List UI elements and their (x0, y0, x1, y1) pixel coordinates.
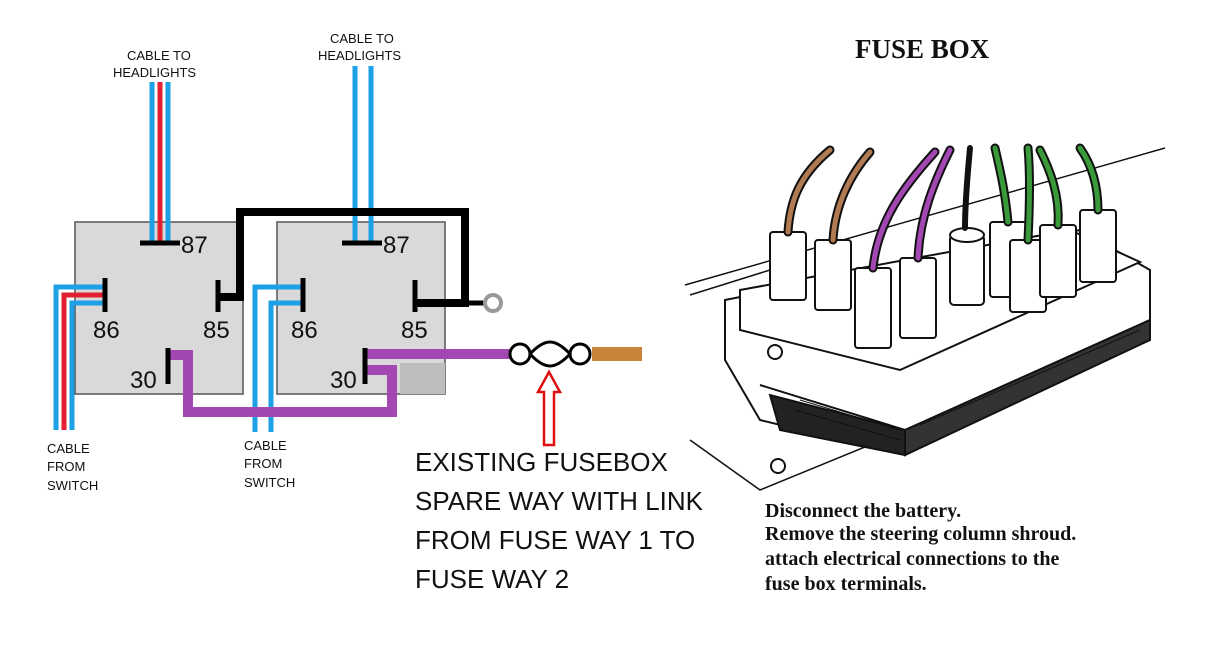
ground-ring-terminal (483, 293, 503, 313)
switch-cable-1-label: CABLE FROM SWITCH (47, 441, 98, 493)
feed-wire-30-link (168, 350, 397, 417)
svg-text:CABLE: CABLE (47, 441, 90, 456)
svg-text:SPARE WAY WITH LINK: SPARE WAY WITH LINK (415, 486, 704, 516)
relay-1-pin-87-label: 87 (181, 232, 208, 259)
svg-text:SWITCH: SWITCH (244, 475, 295, 490)
svg-text:FROM FUSE WAY 1 TO: FROM FUSE WAY 1 TO (415, 525, 695, 555)
svg-text:HEADLIGHTS: HEADLIGHTS (113, 65, 196, 80)
svg-text:CABLE TO: CABLE TO (330, 31, 394, 46)
svg-text:attach electrical connections: attach electrical connections to the (765, 548, 1059, 570)
switch-cable-1 (53, 284, 105, 430)
fusebox-note: EXISTING FUSEBOX SPARE WAY WITH LINK FRO… (415, 447, 704, 594)
svg-text:EXISTING FUSEBOX: EXISTING FUSEBOX (415, 447, 668, 477)
relay-1-pin-86-label: 86 (93, 317, 120, 344)
relay-2-shaded-corner (400, 363, 445, 394)
fuse-box-wires (783, 143, 1103, 273)
fuse-icon (508, 340, 592, 368)
svg-text:CABLE: CABLE (244, 438, 287, 453)
svg-text:HEADLIGHTS: HEADLIGHTS (318, 48, 401, 63)
svg-text:Remove the steering column shr: Remove the steering column shroud. (765, 523, 1076, 545)
svg-text:FUSE WAY 2: FUSE WAY 2 (415, 564, 569, 594)
switch-cable-2-label: CABLE FROM SWITCH (244, 438, 295, 490)
svg-text:SWITCH: SWITCH (47, 478, 98, 493)
headlight-cable-1-label: CABLE TO HEADLIGHTS (113, 48, 196, 80)
relay-2-pin-87-label: 87 (383, 232, 410, 259)
up-arrow-icon (535, 369, 563, 447)
headlight-cable-1 (149, 82, 171, 242)
illustration-caption: Disconnect the battery. Remove the steer… (765, 500, 1076, 595)
relay-1-pin-85-label: 85 (203, 317, 230, 344)
svg-text:CABLE TO: CABLE TO (127, 48, 191, 63)
illustration-title: FUSE BOX (855, 34, 990, 64)
relay-1-pin-30-label: 30 (130, 367, 157, 394)
svg-text:FROM: FROM (47, 459, 85, 474)
svg-text:FROM: FROM (244, 456, 282, 471)
relay-2-pin-85-label: 85 (401, 317, 428, 344)
switch-cable-2 (252, 284, 302, 432)
relay-2-pin-30-label: 30 (330, 367, 357, 394)
svg-text:fuse box terminals.: fuse box terminals. (765, 573, 927, 595)
relay-2-pin-86-label: 86 (291, 317, 318, 344)
fuse-box-illustration (684, 147, 1166, 491)
svg-text:Disconnect the battery.: Disconnect the battery. (765, 500, 961, 522)
headlight-cable-2-label: CABLE TO HEADLIGHTS (318, 31, 401, 63)
